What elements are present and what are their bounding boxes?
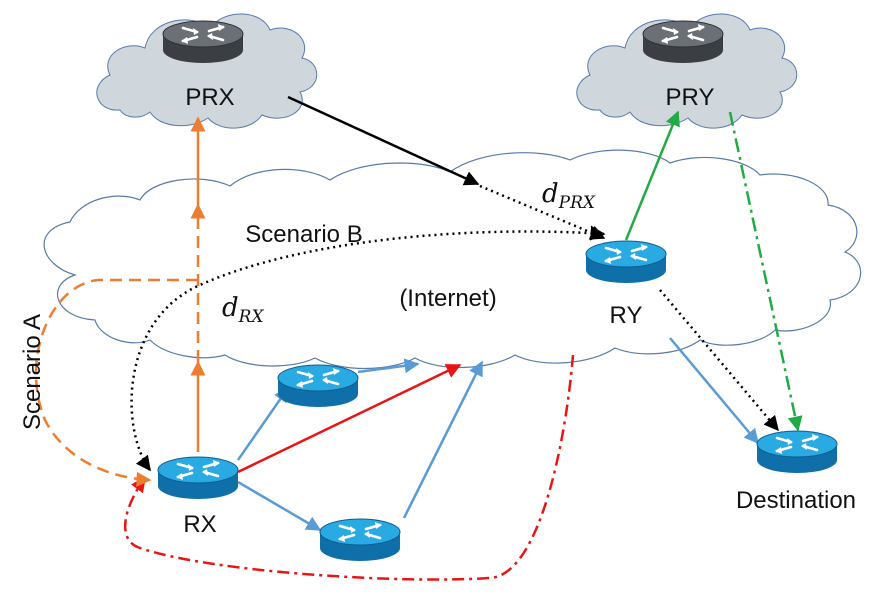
green-links: [624, 110, 803, 432]
black-dotted-paths: [130, 184, 779, 472]
ry-router-icon: [584, 239, 668, 285]
destination-router-icon: [755, 429, 839, 475]
orange-dashed-scenario-a: [34, 278, 198, 487]
link-ry-destination: [669, 337, 759, 445]
link-rx-upper-router: [236, 386, 290, 461]
destination-label: Destination: [736, 487, 856, 514]
red-dashdot-path: [123, 354, 575, 581]
rx-router-icon: [156, 455, 240, 501]
pry-router-icon: [641, 19, 725, 65]
lower-intermediate-router-icon: [318, 517, 402, 563]
black-link-prx-internet: [287, 95, 480, 186]
pry-label: PRY: [666, 84, 715, 111]
scenario-a-label: Scenario A: [19, 314, 46, 430]
green-link-ry-pry: [624, 110, 680, 241]
upper-intermediate-router-icon: [276, 363, 360, 409]
link-rx-lower-router: [237, 480, 322, 532]
internet-cloud-icon: [43, 149, 862, 370]
d-rx-label: dRX: [222, 293, 264, 327]
prx-label: PRX: [185, 84, 234, 111]
ry-label: RY: [610, 302, 643, 329]
prx-router-icon: [161, 19, 245, 65]
dotted-ry-destination: [659, 289, 779, 432]
d-prx-label: dPRX: [542, 179, 596, 213]
green-dashdot-pry-destination: [728, 111, 803, 432]
scenario-b-label: Scenario B: [245, 221, 362, 248]
dotted-internet-ry: [479, 184, 606, 240]
rx-label: RX: [183, 511, 216, 538]
internet-label: (Internet): [399, 285, 496, 312]
